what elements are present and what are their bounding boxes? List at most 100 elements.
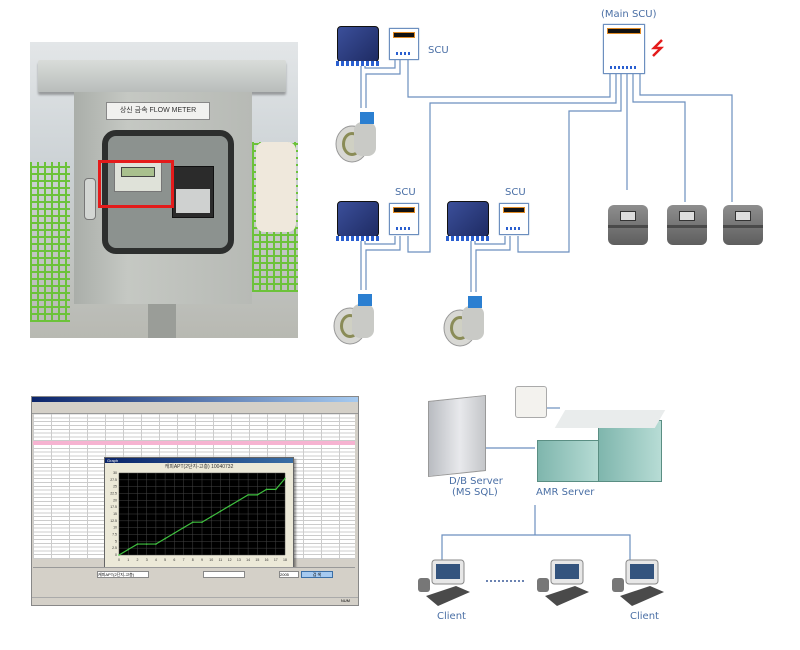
flow-computer-1: [336, 26, 380, 66]
menu-bar: [32, 402, 358, 407]
cabinet-nameplate: 상신 금속 FLOW METER: [106, 102, 210, 120]
data-point: [219, 510, 222, 513]
wire: [475, 236, 511, 292]
selected-row: [33, 441, 355, 445]
cabinet-pole: [148, 304, 176, 338]
x-tick-label: 18: [283, 558, 287, 562]
client-workstation-3: [612, 559, 664, 606]
scu-unit-1: [389, 28, 419, 60]
terminal-block: [176, 189, 210, 213]
search-button[interactable]: 검 색: [301, 571, 333, 578]
background-tank: [256, 142, 296, 232]
data-point: [228, 505, 231, 507]
site-name-field[interactable]: 캐피APT(2단지-고층): [97, 571, 149, 578]
scu-unit-3: [499, 203, 529, 235]
wire: [365, 236, 401, 290]
data-point: [274, 488, 277, 491]
y-tick-label: 12.5: [110, 519, 117, 523]
x-tick-label: 3: [146, 558, 148, 562]
cabinet-window: [102, 130, 234, 254]
data-point: [191, 521, 194, 523]
wire: [632, 74, 686, 202]
scu-label-1: SCU: [428, 45, 449, 56]
scu-label-3: SCU: [505, 187, 526, 198]
flow-meter-cabinet-photo: 상신 금속 FLOW METER: [30, 42, 298, 338]
wireless-modem-icon: [515, 386, 547, 418]
main-scu-unit: [603, 24, 645, 74]
client-workstation-2: [537, 559, 589, 606]
x-tick-label: 14: [246, 558, 250, 562]
data-point: [155, 543, 157, 545]
data-point: [118, 554, 120, 556]
x-tick-label: 6: [173, 558, 175, 562]
x-tick-label: 8: [192, 558, 194, 562]
scu-unit-2: [389, 203, 419, 235]
client-workstation-1: [418, 559, 470, 606]
y-tick-label: 5: [115, 539, 117, 543]
data-point: [173, 532, 176, 534]
diaphragm-gas-meter-3: [723, 205, 763, 245]
x-tick-label: 11: [219, 558, 223, 562]
network-wiring: [441, 407, 631, 582]
data-point: [238, 499, 240, 502]
diaphragm-gas-meter-1: [608, 205, 648, 245]
amr-server-top: [554, 410, 666, 428]
data-point: [127, 548, 130, 551]
x-tick-label: 9: [201, 558, 203, 562]
y-tick-label: 25: [113, 485, 117, 489]
y-tick-label: 15: [113, 512, 117, 516]
x-tick-label: 2: [136, 558, 138, 562]
flow-computer-3: [446, 201, 490, 241]
x-tick-label: 7: [183, 558, 185, 562]
data-point: [164, 537, 166, 540]
lcd-screen: [121, 167, 155, 177]
status-bar: NUM: [32, 597, 358, 605]
window-titlebar: [32, 397, 358, 402]
db-server-label: D/B Server: [449, 476, 503, 487]
data-point: [145, 543, 148, 545]
y-tick-label: 7.5: [112, 533, 117, 537]
scu-unit-in-cabinet: [172, 166, 214, 218]
wireless-signal-icon: [650, 39, 665, 57]
x-tick-label: 4: [155, 558, 157, 562]
db-server-sublabel: (MS SQL): [452, 487, 498, 498]
data-point: [136, 543, 139, 545]
x-tick-label: 10: [209, 558, 213, 562]
x-tick-label: 16: [265, 558, 269, 562]
data-point: [265, 488, 268, 491]
cabinet-handle: [84, 178, 96, 220]
data-point: [247, 494, 249, 496]
graph-window-title: Graph: [107, 458, 119, 463]
x-tick-label: 17: [274, 558, 278, 562]
x-tick-label: 0: [118, 558, 120, 562]
wire: [441, 534, 631, 560]
flow-computer-2: [336, 201, 380, 241]
graph-window-titlebar: Graph: [105, 458, 293, 463]
amr-server-rack: [537, 440, 601, 482]
num-lock-indicator: NUM: [340, 598, 350, 603]
y-tick-label: 2.5: [112, 546, 117, 550]
x-tick-label: 5: [164, 558, 166, 562]
amr-server-rack: [598, 420, 662, 482]
relay-id-field[interactable]: [203, 571, 245, 578]
wire: [517, 74, 622, 253]
turbine-meter-3: [443, 296, 484, 347]
turbine-meter-1: [335, 112, 376, 163]
turbine-meter-2: [333, 294, 374, 345]
y-tick-label: 0: [115, 553, 117, 557]
x-tick-label: 12: [228, 558, 232, 562]
y-tick-label: 17.5: [110, 505, 117, 509]
wire: [407, 74, 617, 253]
client-label-1: Client: [437, 611, 466, 622]
data-point: [201, 521, 203, 523]
search-panel: 캐피APT(2단지-고층) 2005 검 색: [33, 567, 355, 592]
db-server-icon: [428, 394, 486, 478]
year-select[interactable]: 2005: [279, 571, 299, 578]
cabinet-roof: [38, 60, 286, 92]
data-point: [210, 515, 213, 518]
topology-wiring: [360, 39, 733, 292]
scu-label-2: SCU: [395, 187, 416, 198]
wire: [639, 74, 733, 202]
diaphragm-gas-meter-2: [667, 205, 707, 245]
